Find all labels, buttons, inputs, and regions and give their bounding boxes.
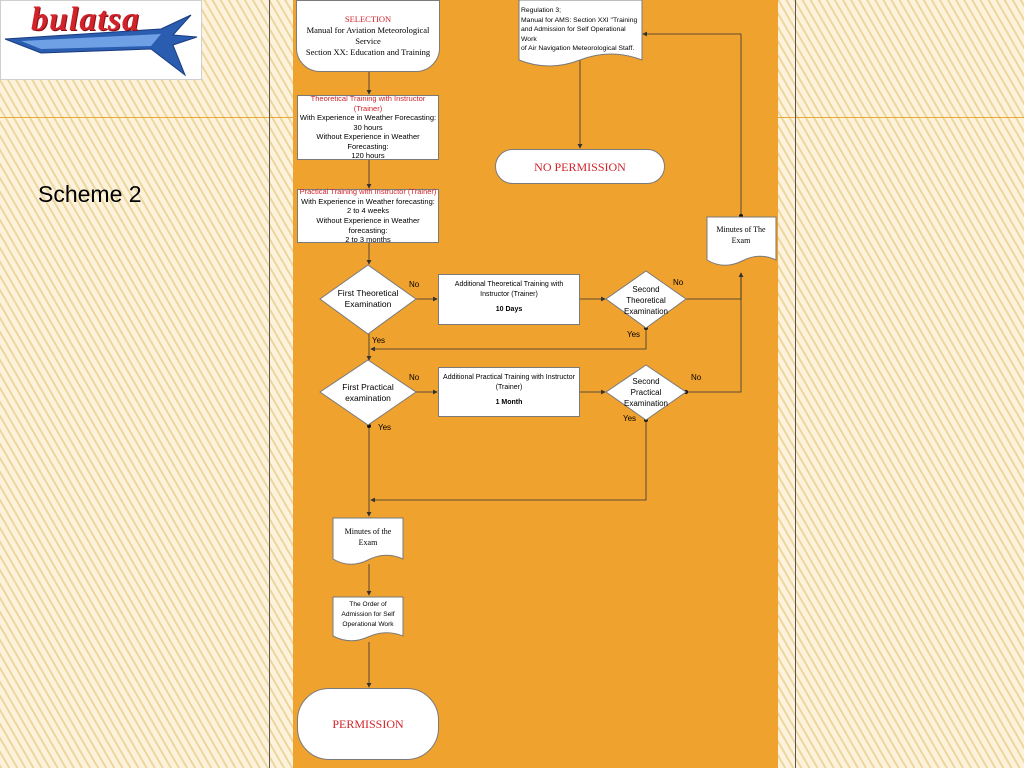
yes-label-first-theoretical: Yes (372, 336, 386, 345)
airplane-icon (4, 14, 198, 77)
right-frame-line (795, 0, 796, 768)
practical-training-title: Practical Training with Instructor (Trai… (299, 187, 437, 197)
no-label-second-theoretical: No (673, 278, 684, 287)
first-theoretical-label: First Theoretical Examination (337, 288, 399, 309)
minutes-bottom-shape (332, 517, 404, 565)
bulatsa-logo: bulatsa (0, 0, 202, 80)
second-theoretical-diamond (605, 270, 687, 329)
practical-training-line3: Without Experience in Weather forecastin… (316, 216, 420, 235)
additional-practical-line1: Additional Practical Training with Instr… (443, 374, 575, 381)
additional-theoretical-line2: Instructor (Trainer) (480, 291, 538, 298)
theoretical-training-line2: 30 hours (353, 122, 383, 132)
second-practical-label: Second Practical Examination (623, 376, 669, 408)
practical-training-line2: 2 to 4 weeks (346, 206, 390, 216)
order-label: The Order of Admission for Self Operatio… (341, 601, 395, 628)
regulation-document-shape (518, 0, 643, 67)
additional-practical-line2: (Trainer) (495, 384, 523, 391)
yes-label-second-theoretical: Yes (627, 330, 641, 339)
selection-line3: Section XX: Education and Training (305, 47, 431, 57)
additional-theoretical-node: Additional Theoretical Training with Ins… (438, 274, 580, 325)
selection-title: SELECTION (344, 14, 392, 24)
no-label-first-theoretical: No (409, 280, 420, 289)
regulation-document-node: Regulation 3; Manual for AMS: Section XX… (521, 6, 643, 54)
practical-training-line1: With Experience in Weather forecasting: (301, 196, 435, 206)
practical-training-line4: 2 to 3 months (345, 235, 391, 245)
slide-heading: Scheme 2 (38, 181, 142, 207)
yes-label-first-practical: Yes (378, 423, 392, 432)
minutes-bottom-label: Minutes of the Exam (344, 527, 392, 547)
left-frame-line (269, 0, 270, 768)
minutes-top-label: Minutes of The Exam (716, 225, 766, 245)
yes-label-second-practical: Yes (623, 414, 637, 423)
theoretical-training-line3: Without Experience in Weather Forecastin… (316, 132, 420, 151)
no-label-second-practical: No (691, 373, 702, 382)
regulation-line1: Regulation 3; (521, 7, 562, 14)
first-practical-diamond (319, 359, 417, 426)
first-practical-label: First Practical examination (342, 382, 394, 403)
no-label-first-practical: No (409, 373, 420, 382)
additional-theoretical-line1: Additional Theoretical Training with (454, 281, 564, 288)
selection-node: SELECTION Manual for Aviation Meteorolog… (296, 0, 440, 72)
second-practical-diamond (605, 364, 687, 421)
permission-label: PERMISSION (332, 717, 404, 731)
no-permission-node: NO PERMISSION (495, 149, 665, 184)
additional-theoretical-duration: 10 Days (495, 306, 523, 313)
logo-text: bulatsa (31, 1, 141, 38)
first-theoretical-diamond (319, 264, 417, 335)
permission-node: PERMISSION (297, 688, 439, 760)
theoretical-training-node: Theoretical Training with Instructor (Tr… (297, 93, 439, 161)
second-theoretical-label: Second Theoretical Examination (623, 284, 669, 316)
regulation-line2: Manual for AMS: Section XXI "Training (521, 16, 638, 24)
no-permission-label: NO PERMISSION (534, 159, 626, 174)
practical-training-node: Practical Training with Instructor (Trai… (297, 187, 439, 245)
theoretical-training-line1: With Experience in Weather Forecasting: (299, 113, 437, 123)
selection-line1: Manual for Aviation Meteorological (306, 25, 430, 35)
regulation-line3: and Admission for Self Operational Work (521, 26, 626, 43)
theoretical-training-line4: 120 hours (351, 151, 385, 161)
additional-practical-duration: 1 Month (495, 399, 523, 406)
selection-line2: Service (355, 36, 381, 46)
order-document-shape (332, 596, 404, 642)
minutes-top-shape (706, 216, 777, 266)
theoretical-training-title: Theoretical Training with Instructor (Tr… (310, 93, 426, 113)
additional-practical-node: Additional Practical Training with Instr… (438, 367, 580, 417)
regulation-line4: of Air Navigation Meteorological Staff. (521, 45, 635, 53)
